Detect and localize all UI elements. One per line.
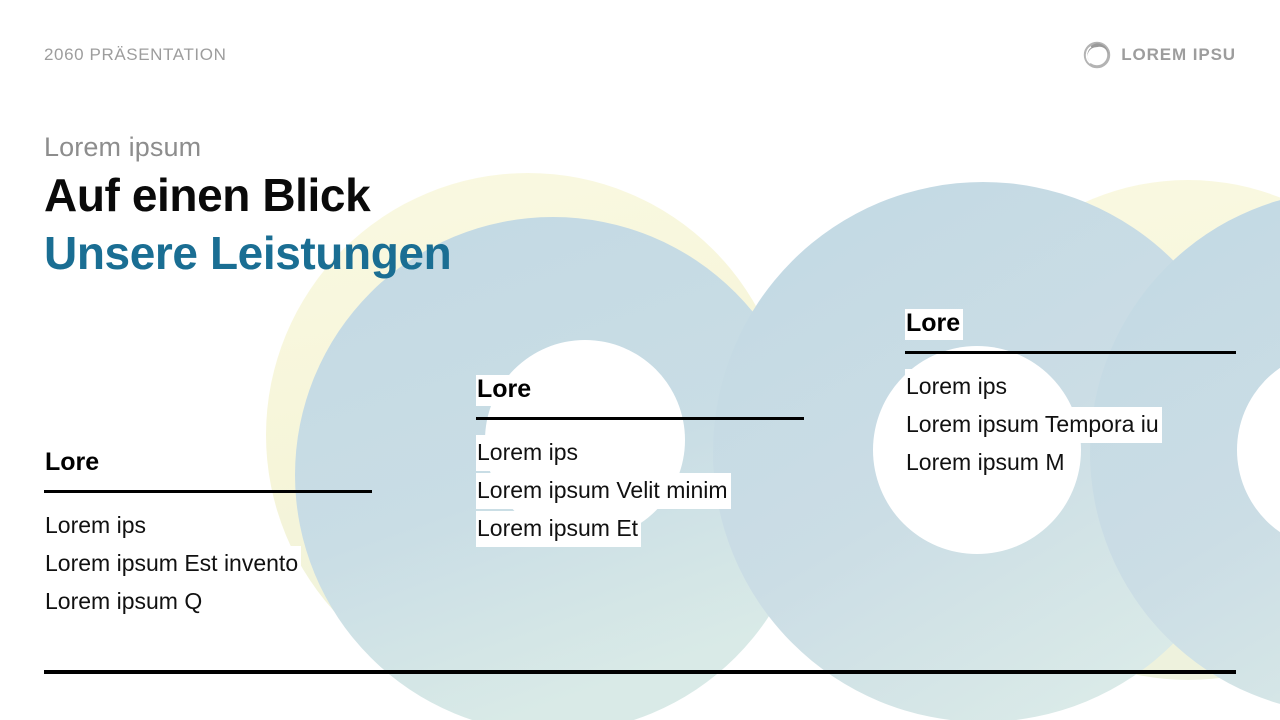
column-3-line-1: Lorem ips (905, 368, 1010, 405)
header-kicker: 2060 PRÄSENTATION (44, 45, 227, 64)
column-2-lines: Lorem ips Lorem ipsum Velit minim Lorem … (476, 434, 804, 549)
footer-rule (44, 670, 1236, 674)
column-1-rule (44, 489, 372, 493)
title-subhead: Unsere Leistungen (44, 227, 452, 279)
column-3-lines: Lorem ips Lorem ipsum Tempora iu Lorem i… (905, 368, 1236, 483)
decor-hole-right (1237, 367, 1280, 533)
column-3-line-2: Lorem ipsum Tempora iu (905, 406, 1162, 443)
column-1-lines: Lorem ips Lorem ipsum Est invento Lorem … (44, 507, 372, 622)
column-1-line-2: Lorem ipsum Est invento (44, 545, 302, 582)
spiral-ring-logo-icon (1083, 41, 1111, 69)
column-3-line-3: Lorem ipsum M (905, 444, 1068, 481)
slide-header: 2060 PRÄSENTATION LOREM IPSU (44, 40, 1236, 70)
content-column-1: Lore Lorem ips Lorem ipsum Est invento L… (44, 448, 372, 622)
column-3-heading: Lore (905, 309, 964, 340)
title-eyebrow: Lorem ipsum (44, 132, 202, 162)
column-2-line-1: Lorem ips (476, 434, 581, 471)
column-3-rule (905, 350, 1236, 354)
column-2-line-3: Lorem ipsum Et (476, 510, 642, 547)
column-2-rule (476, 416, 804, 420)
title-headline: Auf einen Blick (44, 169, 371, 222)
title-block: Lorem ipsum Auf einen Blick Unsere Leist… (44, 132, 452, 283)
column-1-line-3: Lorem ipsum Q (44, 583, 206, 620)
column-1-heading: Lore (44, 448, 103, 479)
brand-name: LOREM IPSU (1121, 45, 1236, 64)
column-2-heading: Lore (476, 375, 535, 406)
content-column-2: Lore Lorem ips Lorem ipsum Velit minim L… (476, 375, 804, 549)
column-2-line-2: Lorem ipsum Velit minim (476, 472, 731, 509)
brand-lockup: LOREM IPSU (1082, 40, 1236, 70)
content-column-3: Lore Lorem ips Lorem ipsum Tempora iu Lo… (905, 309, 1236, 483)
column-1-line-1: Lorem ips (44, 507, 149, 544)
